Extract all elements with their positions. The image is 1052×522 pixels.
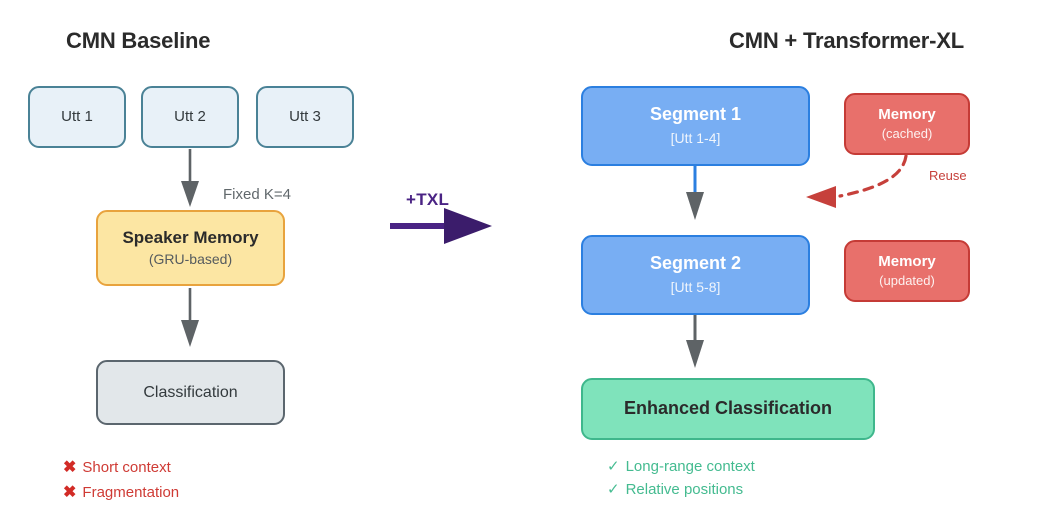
arrow-utt2-to-speaker-memory — [181, 149, 199, 207]
memory-box-updated[interactable]: Memory (updated) — [844, 240, 970, 302]
check-icon: ✓ — [607, 458, 620, 475]
cons-list: ✖ Short context ✖ Fragmentation — [63, 457, 179, 507]
speaker-memory-title: Speaker Memory — [122, 227, 259, 247]
cons-item-label: Fragmentation — [82, 484, 180, 501]
pros-item-label: Long-range context — [625, 458, 755, 475]
arrow-speaker-memory-to-classification — [181, 288, 199, 347]
reuse-label: Reuse — [929, 168, 967, 183]
utterance-label: Utt 3 — [289, 107, 321, 125]
cross-icon: ✖ — [63, 484, 77, 501]
cons-item-label: Short context — [82, 459, 171, 476]
utterance-label: Utt 1 — [61, 107, 93, 125]
utterance-box-3[interactable]: Utt 3 — [256, 86, 354, 148]
speaker-memory-subtitle: (GRU-based) — [148, 251, 233, 268]
list-item: ✓ Long-range context — [607, 457, 755, 475]
segment-subtitle: [Utt 1-4] — [670, 130, 721, 147]
memory-box-cached[interactable]: Memory (cached) — [844, 93, 970, 155]
segment-title: Segment 2 — [649, 253, 742, 274]
txl-transition-label: +TXL — [406, 190, 450, 209]
list-item: ✖ Fragmentation — [63, 482, 179, 502]
classification-box[interactable]: Classification — [96, 360, 285, 425]
list-item: ✓ Relative positions — [607, 480, 755, 498]
page-title-left: CMN Baseline — [66, 28, 211, 53]
segment-box-1[interactable]: Segment 1 [Utt 1-4] — [581, 86, 810, 166]
pros-list: ✓ Long-range context ✓ Relative position… — [607, 457, 755, 503]
utterance-box-2[interactable]: Utt 2 — [141, 86, 239, 148]
speaker-memory-box[interactable]: Speaker Memory (GRU-based) — [96, 210, 285, 286]
cross-icon: ✖ — [63, 459, 77, 476]
page-title-right: CMN + Transformer-XL — [729, 28, 964, 53]
classification-title: Classification — [143, 383, 238, 401]
fixed-k-label: Fixed K=4 — [223, 186, 291, 203]
enhanced-classification-box[interactable]: Enhanced Classification — [581, 378, 875, 440]
utterance-label: Utt 2 — [174, 107, 206, 125]
arrow-segment2-to-enhanced-classification — [686, 315, 704, 368]
check-icon: ✓ — [607, 481, 620, 498]
arrow-segment1-to-segment2 — [686, 166, 704, 220]
segment-subtitle: [Utt 5-8] — [670, 279, 721, 296]
transition-arrow-txl — [390, 208, 492, 244]
segment-title: Segment 1 — [649, 104, 742, 125]
pros-item-label: Relative positions — [625, 481, 744, 498]
enhanced-classification-title: Enhanced Classification — [623, 398, 833, 419]
utterance-box-1[interactable]: Utt 1 — [28, 86, 126, 148]
arrow-memory-reuse-dashed — [806, 154, 908, 208]
memory-subtitle: (cached) — [881, 126, 933, 142]
memory-title: Memory — [878, 105, 936, 123]
memory-title: Memory — [878, 252, 936, 270]
memory-subtitle: (updated) — [879, 273, 935, 289]
segment-box-2[interactable]: Segment 2 [Utt 5-8] — [581, 235, 810, 315]
list-item: ✖ Short context — [63, 457, 179, 477]
